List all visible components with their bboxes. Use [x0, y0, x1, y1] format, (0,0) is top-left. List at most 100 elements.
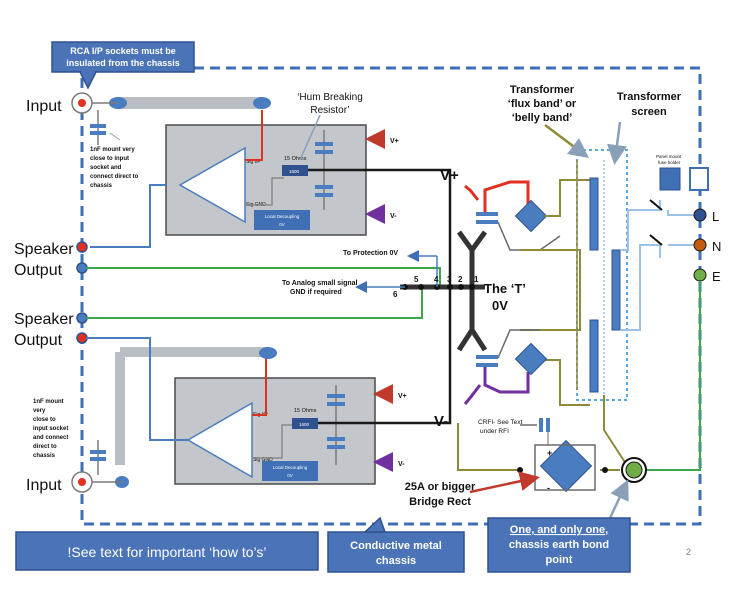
svg-text:1: 1	[474, 275, 479, 284]
input-top-label: Input	[26, 98, 62, 115]
svg-text:!See text for important ‘how t: !See text for important ‘how to’s’	[68, 544, 267, 560]
svg-text:screen: screen	[631, 106, 667, 118]
amp-top: Sig I/P Sig GND 15 Ohms 1600 Local Decou…	[165, 110, 367, 236]
ground-wiring	[308, 168, 488, 425]
bridge-rectifier	[539, 439, 593, 493]
amp-top-triangle	[178, 146, 246, 224]
to-protection-label: To Protection 0V	[343, 250, 398, 257]
svg-text:1nF mount: 1nF mount	[33, 399, 64, 405]
mains-N-label: N	[712, 239, 721, 254]
input-bottom-label: Input	[26, 477, 62, 494]
amp-bottom: Sig I/P Sig GND 15 Ohms 1600 Local Decou…	[174, 356, 376, 485]
hum-breaking-label: ‘Hum Breaking Resistor’	[297, 92, 363, 116]
svg-text:chassis: chassis	[33, 453, 56, 459]
mains-L-label: L	[712, 209, 719, 224]
svg-text:Bridge Rect: Bridge Rect	[409, 496, 471, 508]
amp-top-resistor	[282, 165, 308, 176]
svg-text:fuse holder: fuse holder	[658, 160, 681, 165]
svg-text:chassis: chassis	[90, 183, 113, 189]
svg-text:input socket: input socket	[33, 426, 68, 432]
output-top-label: Output	[14, 262, 63, 279]
mains-E-terminal	[693, 268, 707, 282]
the-t-label: The ‘T’	[484, 281, 526, 296]
speaker-top-label: Speaker	[14, 241, 74, 258]
vplus-top-label: V+	[390, 138, 399, 145]
vplus-bottom-label: V+	[398, 393, 407, 400]
mains-N-terminal	[693, 238, 707, 252]
svg-text:CRFI- See Text: CRFI- See Text	[478, 419, 523, 426]
svg-text:To Analog small signal: To Analog small signal	[282, 280, 358, 287]
mains-E-label: E	[712, 269, 721, 284]
svg-text:direct to: direct to	[33, 444, 57, 450]
input-top-wiring	[71, 92, 271, 248]
amp-bottom-triangle	[186, 401, 253, 479]
svg-text:3: 3	[447, 275, 452, 284]
input-bottom-wiring	[71, 347, 277, 493]
svg-text:under RFI: under RFI	[480, 428, 509, 435]
svg-text:Resistor’: Resistor’	[310, 105, 349, 116]
svg-text:insulated from the chassis: insulated from the chassis	[66, 58, 180, 68]
mains-L-terminal	[693, 208, 707, 222]
svg-text:5: 5	[414, 275, 419, 284]
cap-note-bottom: 1nF mount very close to input socket and…	[33, 399, 68, 459]
svg-text:point: point	[546, 554, 573, 566]
vminus-top-label: V-	[390, 213, 397, 220]
svg-text:and connect: and connect	[33, 435, 68, 441]
chassis-outline	[80, 66, 702, 526]
amp-top-decoupling-box	[254, 210, 310, 230]
speaker-wiring	[76, 241, 441, 441]
svg-text:socket and: socket and	[90, 165, 122, 171]
svg-text:1600: 1600	[299, 422, 310, 427]
svg-text:‘Hum Breaking: ‘Hum Breaking	[297, 92, 363, 103]
bridge-minus-label: -	[547, 483, 550, 493]
psu-section	[463, 179, 590, 406]
see-text-callout: !See text for important ‘how to’s’	[15, 531, 319, 571]
bridge-section	[457, 418, 647, 519]
mains-section	[620, 167, 709, 471]
bridge-plus-label: +	[547, 448, 552, 458]
svg-text:0V: 0V	[279, 222, 285, 227]
svg-text:Local Decoupling: Local Decoupling	[273, 465, 308, 470]
cap-note-top: 1nF mount very close to input socket and…	[90, 147, 139, 189]
screen-label: Transformer screen	[617, 91, 682, 118]
amp-top-res-label: 15 Ohms	[284, 156, 307, 162]
vminus-bottom-label: V-	[398, 461, 405, 468]
amp-top-sig-ip: Sig I/P	[246, 159, 261, 165]
speaker-bottom-plus-terminal	[76, 312, 88, 324]
amp-bottom-resistor	[292, 418, 318, 429]
svg-text:close to: close to	[33, 417, 56, 423]
svg-text:close to input: close to input	[90, 156, 129, 162]
zero-v-label: 0V	[492, 298, 508, 313]
earth-bond-callout: One, and only one, chassis earth bond po…	[487, 517, 631, 573]
svg-text:very: very	[33, 408, 46, 414]
pointer-lines	[109, 114, 627, 165]
svg-text:chassis: chassis	[376, 555, 416, 567]
transformer	[576, 149, 631, 471]
svg-text:Conductive metal: Conductive metal	[350, 540, 442, 552]
speaker-bottom-label: Speaker	[14, 311, 74, 328]
svg-text:0V: 0V	[287, 473, 293, 478]
svg-text:‘flux band’ or: ‘flux band’ or	[508, 98, 577, 110]
rca-callout: RCA I/P sockets must be insulated from t…	[51, 41, 195, 90]
svg-text:1600: 1600	[289, 169, 300, 174]
speaker-top-plus-terminal	[76, 241, 88, 253]
crfi-label: CRFI- See Text under RFI	[478, 419, 523, 435]
supply-arrows	[365, 129, 393, 472]
amp-bottom-decoupling-box	[262, 461, 318, 481]
svg-text:Local Decoupling: Local Decoupling	[265, 214, 300, 219]
speaker-top-minus-terminal	[76, 262, 88, 274]
svg-text:GND if required: GND if required	[290, 289, 342, 296]
svg-text:chassis earth bond: chassis earth bond	[509, 539, 609, 551]
svg-text:Panel mount: Panel mount	[656, 154, 682, 159]
vplus-psu-label: V+	[440, 167, 459, 184]
amp-bottom-res-label: 15 Ohms	[294, 408, 317, 414]
to-analog-label: To Analog small signal GND if required	[282, 280, 358, 296]
svg-text:Transformer: Transformer	[617, 91, 682, 103]
output-bottom-label: Output	[14, 332, 63, 349]
svg-text:‘belly band’: ‘belly band’	[512, 112, 573, 124]
fuse-holder	[659, 167, 681, 191]
svg-text:1nF mount very: 1nF mount very	[90, 147, 135, 153]
node-numbers: 5 4 3 2 1 6	[393, 275, 479, 299]
amp-bottom-sig-gnd: Sig GND	[253, 457, 273, 463]
svg-text:RCA I/P sockets must be: RCA I/P sockets must be	[70, 46, 176, 56]
